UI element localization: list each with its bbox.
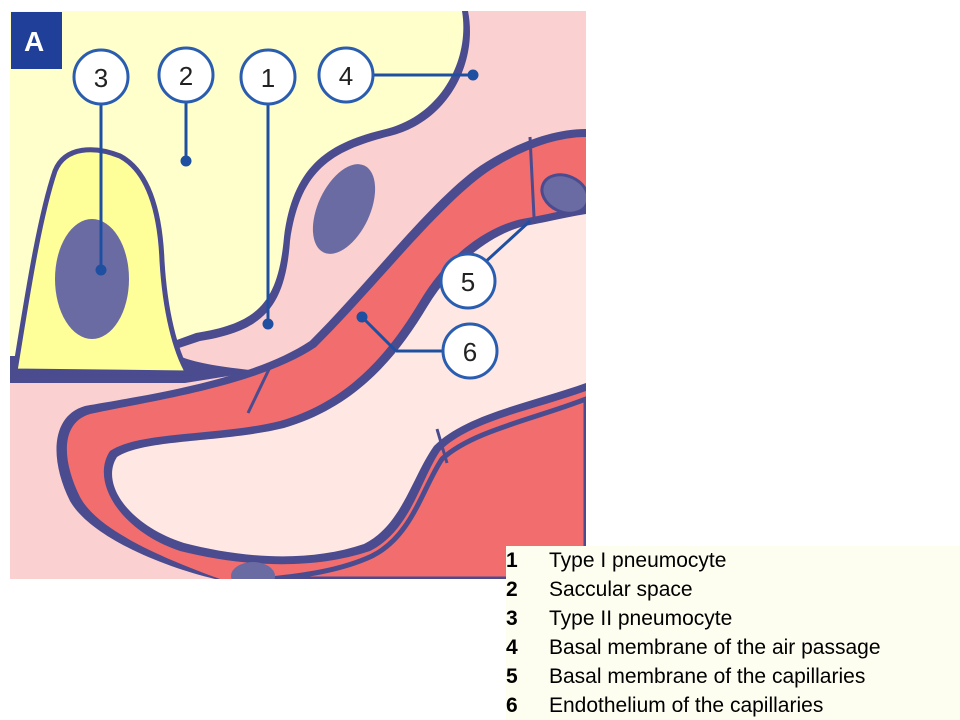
legend-item-number: 6 bbox=[506, 694, 518, 717]
legend-item-text: Saccular space bbox=[549, 578, 693, 601]
type1-nucleus bbox=[312, 164, 376, 254]
leader-6-dot bbox=[356, 311, 368, 323]
callout-4-circle bbox=[317, 46, 375, 104]
callouts: 3 2 1 4 5 6 bbox=[72, 46, 499, 380]
legend-item-number: 4 bbox=[506, 636, 518, 659]
legend-item-text: Endothelium of the capillaries bbox=[549, 694, 824, 717]
leader-1-dot bbox=[262, 318, 274, 330]
diagram-svg: A 3 2 1 4 5 bbox=[10, 11, 590, 590]
callout-6-circle bbox=[441, 322, 499, 380]
legend-item-number: 1 bbox=[506, 549, 518, 572]
type2-nucleus bbox=[55, 219, 129, 339]
panel-letter-box bbox=[11, 12, 62, 69]
callout-1-circle bbox=[239, 48, 297, 106]
legend-item: 4 Basal membrane of the air passage bbox=[506, 633, 960, 662]
legend-item-text: Type II pneumocyte bbox=[549, 607, 733, 630]
callout-3-circle bbox=[72, 48, 130, 106]
legend-item: 2 Saccular space bbox=[506, 575, 960, 604]
legend-item: 5 Basal membrane of the capillaries bbox=[506, 662, 960, 691]
panel-letter: A bbox=[24, 26, 44, 57]
legend-item: 6 Endothelium of the capillaries bbox=[506, 691, 960, 720]
callout-2-number: 2 bbox=[179, 61, 193, 91]
leader-2-dot bbox=[180, 155, 192, 167]
histology-diagram: A 3 2 1 4 5 bbox=[10, 11, 590, 590]
leader-6a bbox=[360, 315, 398, 353]
legend-item-text: Basal membrane of the capillaries bbox=[549, 665, 866, 688]
callout-3-number: 3 bbox=[94, 63, 108, 93]
legend: 1 Type I pneumocyte 2 Saccular space 3 T… bbox=[506, 546, 960, 720]
callout-5-circle bbox=[439, 252, 497, 310]
legend-item: 1 Type I pneumocyte bbox=[506, 546, 960, 575]
legend-item-text: Type I pneumocyte bbox=[549, 549, 727, 572]
junction-line-2 bbox=[528, 136, 536, 218]
callout-2-circle bbox=[157, 46, 215, 104]
legend-item: 3 Type II pneumocyte bbox=[506, 604, 960, 633]
callout-1-number: 1 bbox=[261, 63, 275, 93]
callout-6-number: 6 bbox=[463, 337, 477, 367]
leader-5 bbox=[480, 219, 532, 267]
junction-line-1 bbox=[246, 362, 274, 414]
legend-item-number: 3 bbox=[506, 607, 518, 630]
callout-4-number: 4 bbox=[339, 61, 353, 91]
leader-4-dot bbox=[467, 69, 479, 81]
junction-line-3 bbox=[435, 428, 449, 464]
capillary-wall-lower bbox=[269, 395, 589, 582]
legend-item-text: Basal membrane of the air passage bbox=[549, 636, 881, 659]
legend-item-number: 5 bbox=[506, 665, 518, 688]
callout-5-number: 5 bbox=[461, 267, 475, 297]
leader-lines bbox=[95, 69, 532, 353]
leader-3-dot bbox=[95, 264, 107, 276]
legend-item-number: 2 bbox=[506, 578, 518, 601]
